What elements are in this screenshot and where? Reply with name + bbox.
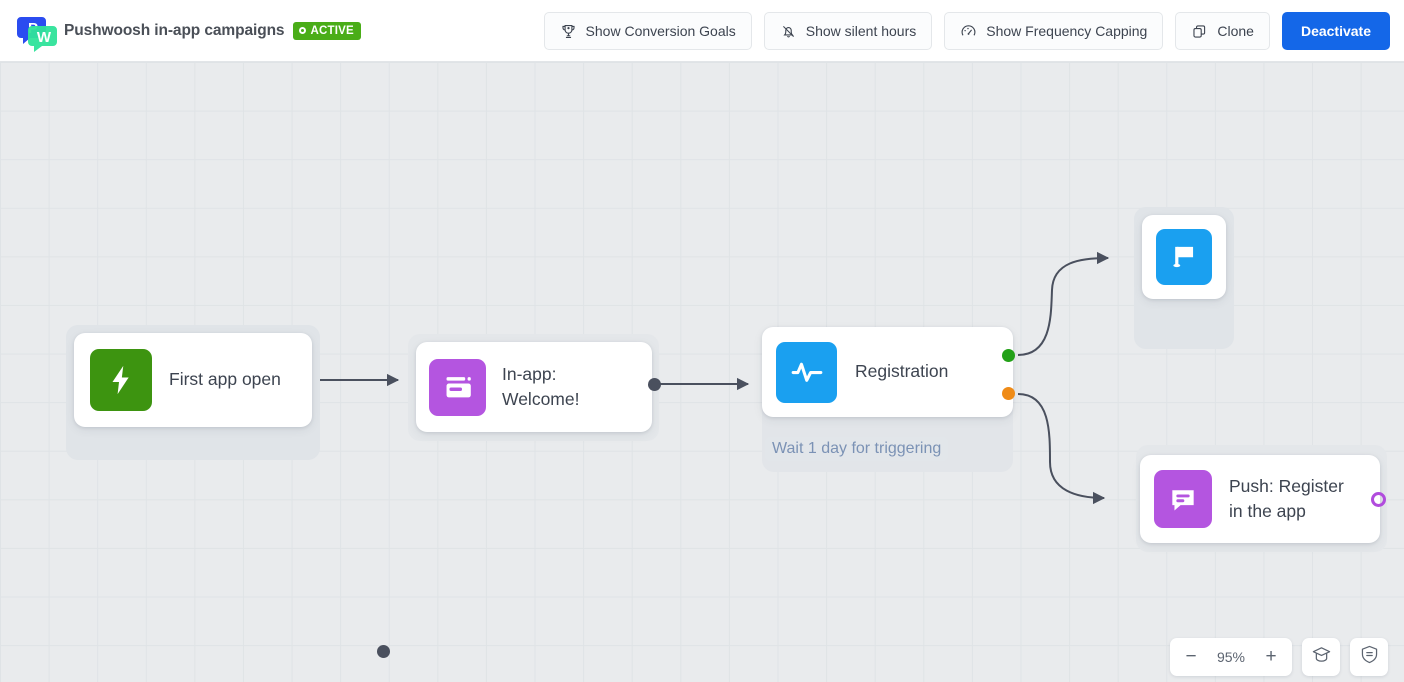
- node-registration[interactable]: Registration: [762, 327, 1013, 417]
- clone-button[interactable]: Clone: [1175, 12, 1270, 50]
- gauge-icon: [960, 23, 977, 40]
- edge-registration-success-to-exit: [1017, 251, 1110, 356]
- status-badge-label: ACTIVE: [310, 24, 354, 37]
- lightning-bolt-icon: [90, 349, 152, 411]
- node-first-app-open[interactable]: First app open: [74, 333, 390, 658]
- registration-wait-label: Wait 1 day for triggering: [765, 437, 949, 461]
- help-button[interactable]: [1350, 638, 1388, 676]
- zoom-level-value: 95%: [1216, 649, 1246, 665]
- show-frequency-capping-label: Show Frequency Capping: [986, 23, 1148, 39]
- help-shield-icon: [1359, 644, 1380, 670]
- first-app-open-output-port[interactable]: [377, 645, 390, 658]
- node-in-app-welcome[interactable]: In-app: Welcome!: [416, 342, 652, 432]
- zoom-level-group: − 95% +: [1170, 638, 1292, 676]
- node-first-app-open-label: First app open: [169, 369, 281, 390]
- pushwoosh-logo-icon[interactable]: P W: [14, 8, 60, 54]
- deactivate-label: Deactivate: [1300, 23, 1371, 39]
- tutorial-button[interactable]: [1302, 638, 1340, 676]
- deactivate-button[interactable]: Deactivate: [1281, 12, 1390, 50]
- status-dot-icon: [299, 27, 307, 34]
- push-message-icon: [1154, 470, 1212, 528]
- registration-success-port[interactable]: [1002, 349, 1015, 362]
- flag-icon: [1156, 229, 1212, 285]
- node-registration-label: Registration: [855, 361, 949, 382]
- node-push-register-label: Push: Register in the app: [1229, 475, 1344, 521]
- campaign-title-block: Pushwoosh in-app campaigns ACTIVE: [64, 21, 361, 40]
- show-silent-hours-label: Show silent hours: [805, 23, 917, 39]
- edge-registration-timeout-to-push: [1017, 393, 1106, 505]
- graduation-cap-icon: [1311, 644, 1332, 670]
- clone-label: Clone: [1217, 23, 1254, 39]
- copy-icon: [1191, 23, 1208, 40]
- svg-text:W: W: [37, 29, 52, 46]
- bell-off-icon: [780, 23, 797, 40]
- status-badge: ACTIVE: [293, 21, 361, 40]
- activity-pulse-icon: [776, 341, 837, 403]
- show-silent-hours-button[interactable]: Show silent hours: [763, 12, 933, 50]
- show-frequency-capping-button[interactable]: Show Frequency Capping: [944, 12, 1164, 50]
- node-push-register[interactable]: Push: Register in the app: [1140, 455, 1380, 543]
- flow-canvas[interactable]: Entry First app open In-app: Welcome!: [0, 62, 1404, 682]
- zoom-controls: − 95% +: [1170, 638, 1388, 676]
- in-app-welcome-output-port[interactable]: [648, 378, 661, 391]
- header-actions: Show Conversion Goals Show silent hours: [543, 0, 1390, 62]
- in-app-message-icon: [429, 358, 486, 416]
- zoom-in-button[interactable]: +: [1265, 646, 1277, 667]
- node-in-app-welcome-label: In-app: Welcome!: [502, 363, 580, 409]
- trophy-icon: [560, 23, 577, 40]
- show-conversion-goals-button[interactable]: Show Conversion Goals: [543, 12, 752, 50]
- app-header: P W Pushwoosh in-app campaigns ACTIVE: [0, 0, 1404, 62]
- page-title: Pushwoosh in-app campaigns: [64, 21, 285, 39]
- zoom-out-button[interactable]: −: [1185, 646, 1197, 667]
- show-conversion-goals-label: Show Conversion Goals: [585, 23, 736, 39]
- push-register-output-port[interactable]: [1371, 492, 1386, 507]
- registration-timeout-port[interactable]: [1002, 387, 1015, 400]
- node-exit[interactable]: [1142, 215, 1226, 299]
